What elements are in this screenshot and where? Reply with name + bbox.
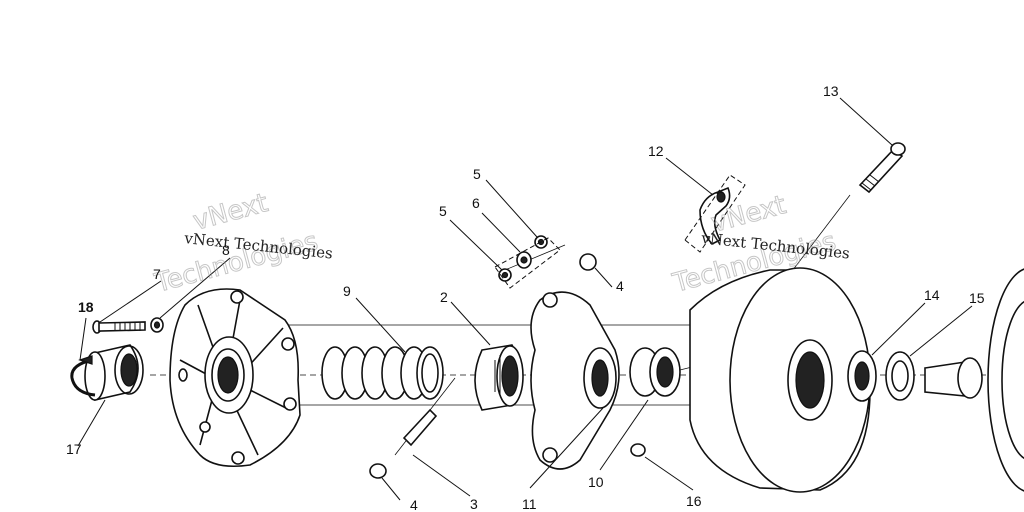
callout-16: 16 [686,493,702,509]
callout-18: 18 [78,299,94,315]
callout-11: 11 [522,496,537,512]
callout-8: 8 [222,242,230,258]
part-bushing-17 [84,344,144,402]
callout-7: 7 [153,266,161,282]
part-spring-9 [321,346,444,400]
part-retaining-ring-18 [70,355,96,397]
part-roller-4-upper [579,253,597,271]
part-bolt-7 [92,320,146,334]
callout-14: 14 [924,287,940,303]
part-collar-2 [474,344,524,411]
part-washer-8 [150,317,164,333]
callout-6: 6 [472,195,480,211]
callout-3: 3 [470,496,478,512]
callout-4-upper: 4 [616,278,624,294]
callout-13: 13 [823,83,839,99]
part-washer-15 [885,351,915,401]
callout-5-lower: 5 [439,203,447,219]
part-nut-16 [630,443,646,457]
watermark-brand-left: vNext [190,188,271,237]
part-bracket-12 [684,174,746,253]
callout-10: 10 [588,474,604,490]
callout-9: 9 [343,283,351,299]
part-roller-6 [516,251,532,269]
callout-labels: 2 3 4 4 5 5 6 7 8 9 10 11 12 13 14 15 16… [66,83,985,512]
part-spider-11 [530,291,620,470]
watermark-left: vNext Technologies vNext Technologies [151,188,334,300]
callout-4-lower: 4 [410,497,418,512]
callout-15: 15 [969,290,985,306]
leader-lines [77,97,973,501]
part-movable-sheave [689,267,871,493]
callout-5-upper: 5 [473,166,481,182]
part-cover-plate [169,288,301,468]
part-washer-14 [847,350,877,402]
callout-2: 2 [440,289,448,305]
part-fixed-sheave [924,268,1024,492]
callout-12: 12 [648,143,664,159]
part-washer-5-lower [498,268,512,282]
callout-17: 17 [66,441,82,457]
part-bolt-13 [858,142,906,194]
part-bushing-10 [629,347,681,397]
part-pin-3 [402,408,438,447]
part-roller-4-lower [369,463,387,479]
